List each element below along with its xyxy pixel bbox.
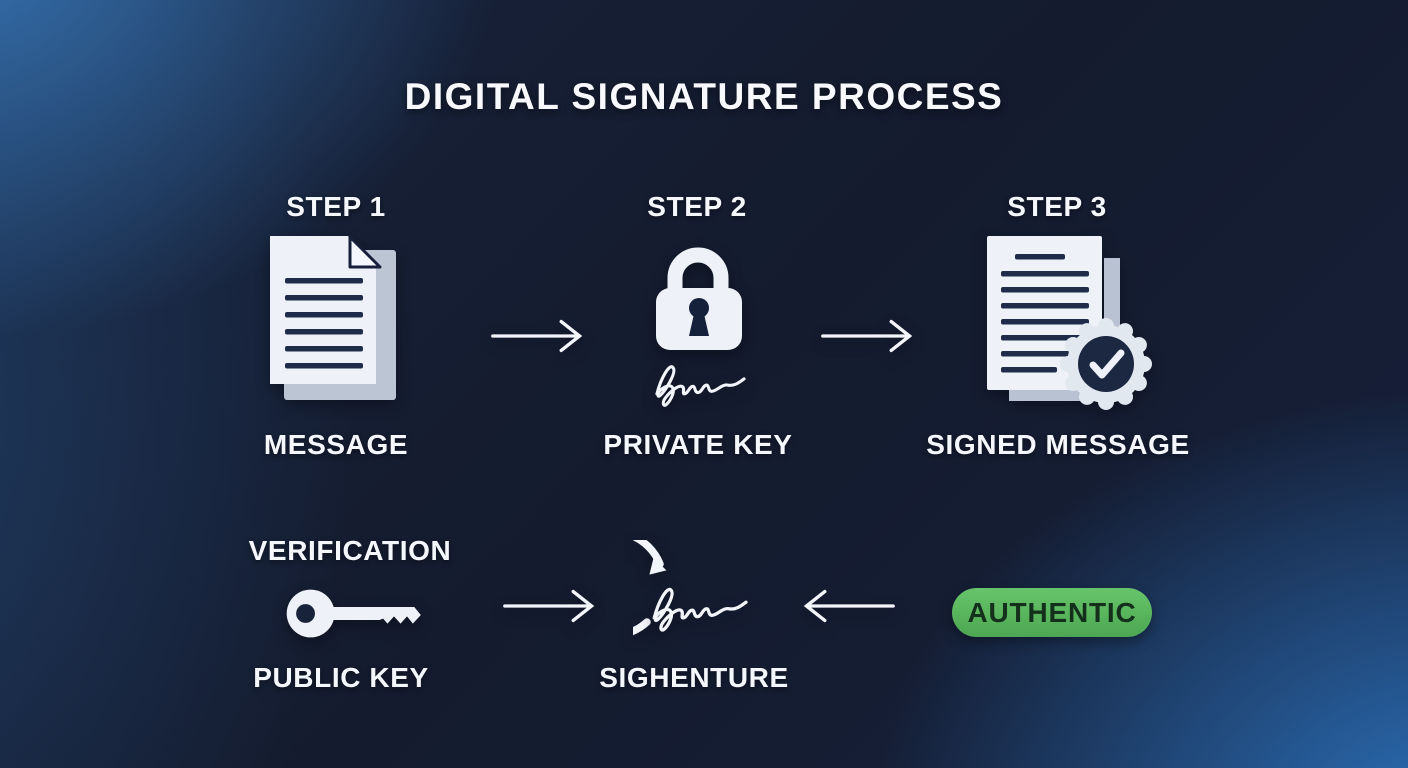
padlock-icon — [656, 247, 742, 350]
key-icon — [286, 589, 421, 638]
private-key-caption: PRIVATE KEY — [603, 429, 793, 460]
sighenture-caption: SIGHENTURE — [599, 662, 789, 693]
circular-arrow-icon — [633, 540, 667, 636]
authentic-badge: AUTHENTIC — [952, 588, 1152, 637]
page-title: DIGITAL SIGNATURE PROCESS — [404, 76, 1004, 117]
signed-message-caption: SIGNED MESSAGE — [926, 429, 1190, 460]
arrow-left-icon — [792, 586, 898, 626]
signature-icon — [648, 354, 748, 410]
signed-document-icon — [987, 236, 1152, 410]
checkmark-icon — [1089, 349, 1125, 379]
arrow-right-icon — [488, 316, 594, 356]
step3-label: STEP 3 — [1007, 191, 1107, 222]
document-icon — [270, 235, 396, 400]
message-caption: MESSAGE — [263, 429, 409, 460]
arrow-right-icon — [500, 586, 606, 626]
step2-label: STEP 2 — [647, 191, 747, 222]
verification-header: VERIFICATION — [248, 535, 452, 566]
step1-label: STEP 1 — [286, 191, 386, 222]
verified-seal-icon — [1060, 318, 1152, 410]
public-key-caption: PUBLIC KEY — [253, 662, 429, 693]
signature-icon — [645, 576, 750, 635]
arrow-right-icon — [818, 316, 924, 356]
